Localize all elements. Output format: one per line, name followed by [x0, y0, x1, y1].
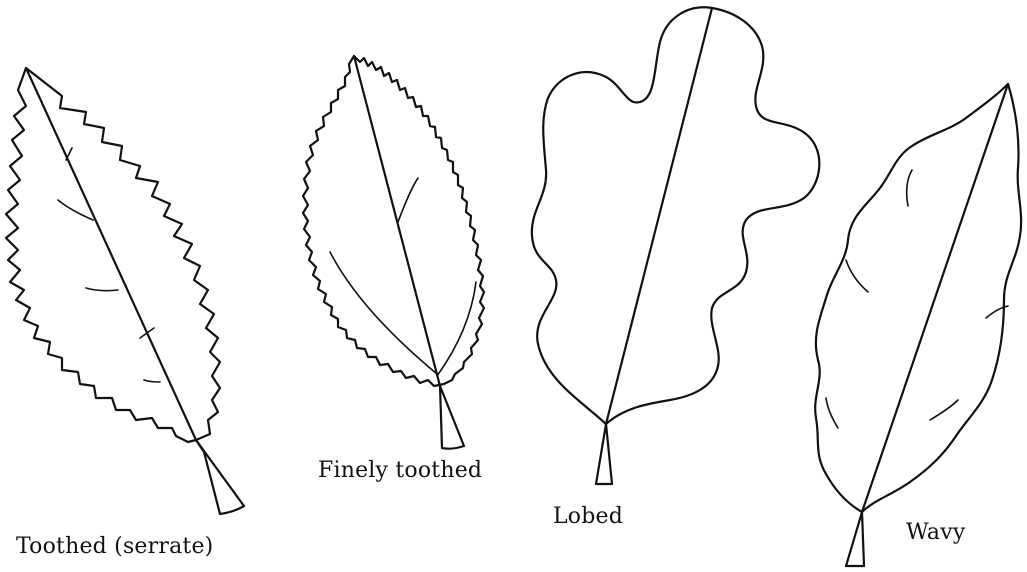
leaf-toothed	[6, 68, 244, 514]
leaf-wavy	[815, 84, 1021, 566]
leaf-lobed-petiole	[596, 424, 612, 484]
leaf-toothed-petiole	[196, 440, 244, 514]
leaf-finely-toothed-petiole	[440, 386, 464, 449]
caption-toothed: Toothed (serrate)	[16, 534, 213, 559]
leaf-lobed	[532, 7, 819, 484]
caption-lobed: Lobed	[553, 504, 623, 529]
leaf-wavy-outline	[815, 84, 1021, 512]
caption-wavy: Wavy	[906, 520, 965, 545]
leaf-wavy-petiole	[846, 512, 864, 566]
leaf-lobed-outline	[532, 7, 819, 424]
leaf-finely-toothed-outline	[303, 56, 484, 386]
leaf-finely-toothed	[303, 56, 484, 449]
caption-finely-toothed: Finely toothed	[318, 458, 482, 483]
leaf-toothed-outline	[6, 68, 220, 442]
